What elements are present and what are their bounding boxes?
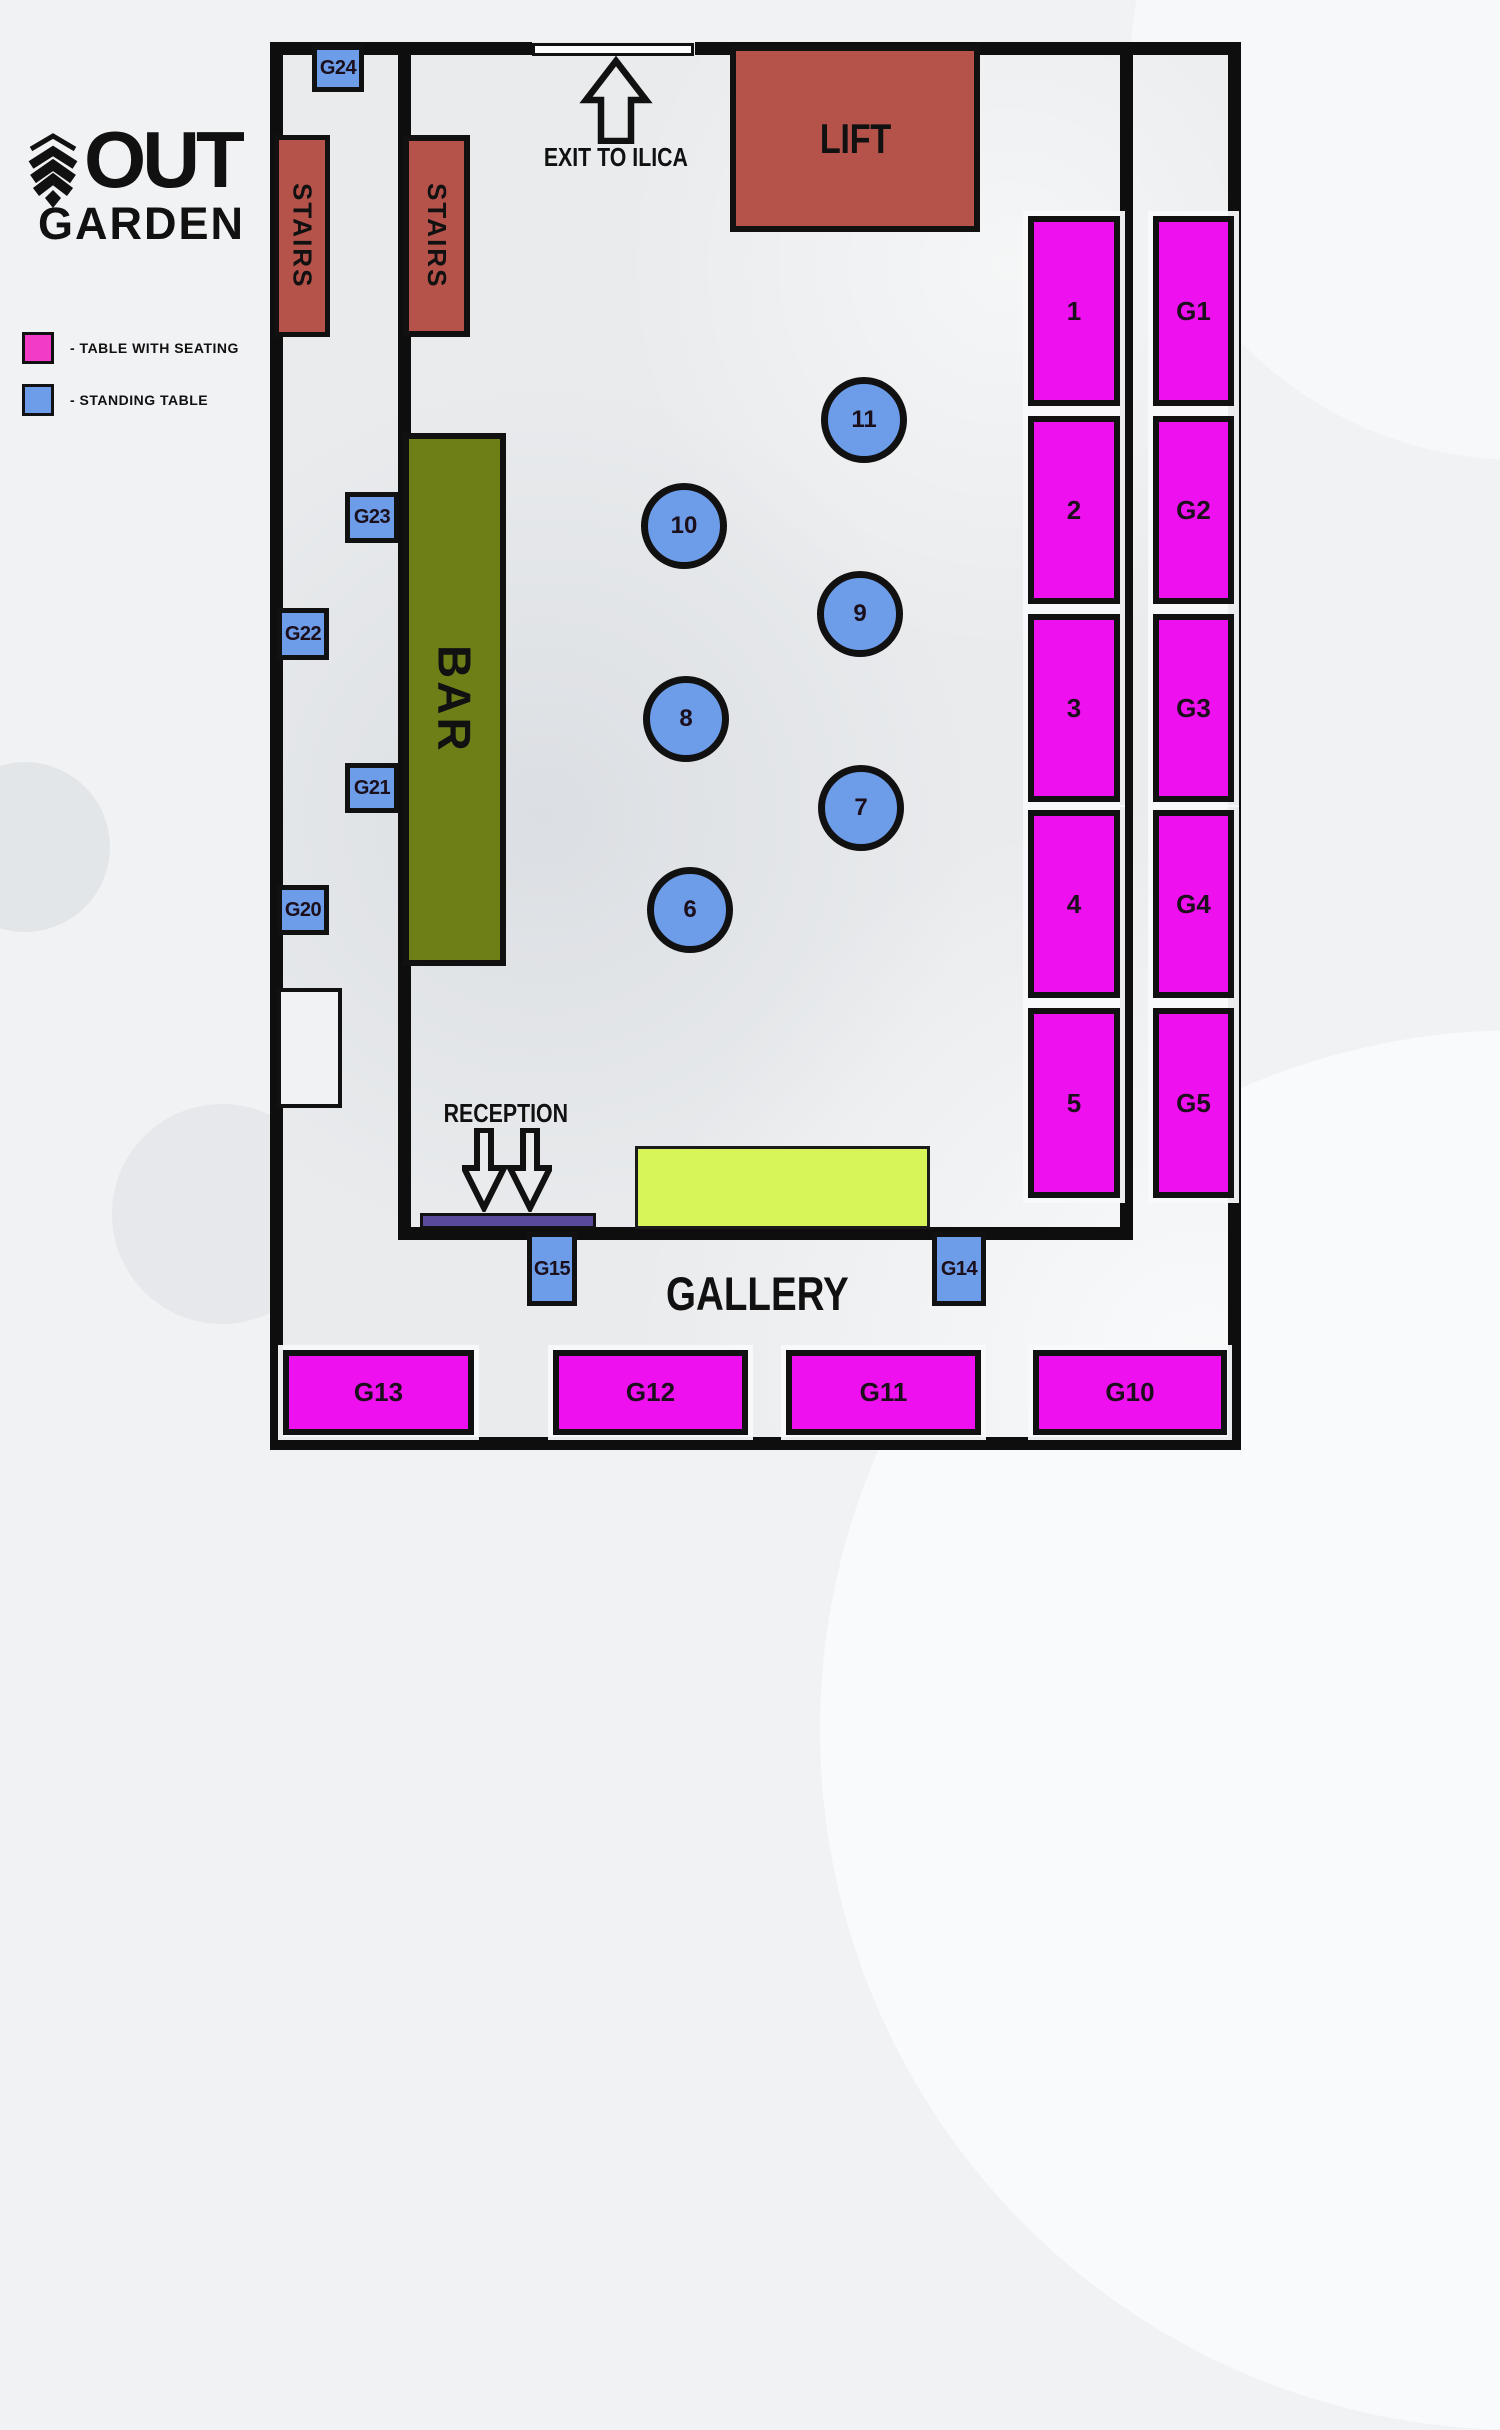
stairs-label: STAIRS xyxy=(422,183,452,289)
standing-table-6[interactable]: 6 xyxy=(647,867,733,953)
standing-table-7[interactable]: 7 xyxy=(818,765,904,851)
wall xyxy=(270,1437,1241,1450)
seated-table-2[interactable]: 2 xyxy=(1028,416,1120,604)
legend-item-standing: - STANDING TABLE xyxy=(22,384,239,416)
standing-table-G24[interactable]: G24 xyxy=(312,45,364,92)
legend: - TABLE WITH SEATING - STANDING TABLE xyxy=(22,332,239,438)
lift-label: LIFT xyxy=(819,114,891,162)
seated-table-G2[interactable]: G2 xyxy=(1153,416,1234,604)
seated-table-G13[interactable]: G13 xyxy=(283,1350,474,1435)
wall-niche xyxy=(277,988,342,1108)
legend-label: - TABLE WITH SEATING xyxy=(70,340,239,356)
venue-floorplan: EXIT TO ILICA LIFT STAIRS STAIRS BAR REC… xyxy=(270,42,1241,1450)
lift-area: LIFT xyxy=(730,45,980,232)
exit-door xyxy=(532,43,694,56)
standing-table-11[interactable]: 11 xyxy=(821,377,907,463)
standing-table-8[interactable]: 8 xyxy=(643,676,729,762)
seated-table-G3[interactable]: G3 xyxy=(1153,614,1234,802)
seated-table-G5[interactable]: G5 xyxy=(1153,1008,1234,1198)
standing-table-9[interactable]: 9 xyxy=(817,571,903,657)
standing-table-G23[interactable]: G23 xyxy=(345,492,399,543)
standing-table-G21[interactable]: G21 xyxy=(345,763,399,813)
standing-table-10[interactable]: 10 xyxy=(641,483,727,569)
seated-table-4[interactable]: 4 xyxy=(1028,810,1120,998)
reception-down-arrows-icon xyxy=(462,1128,552,1212)
seated-table-1[interactable]: 1 xyxy=(1028,216,1120,406)
pine-tree-icon xyxy=(28,133,78,208)
seated-table-5[interactable]: 5 xyxy=(1028,1008,1120,1198)
gallery-label: GALLERY xyxy=(665,1267,849,1320)
legend-swatch-seating xyxy=(22,332,54,364)
standing-table-G15[interactable]: G15 xyxy=(527,1232,577,1306)
standing-table-G20[interactable]: G20 xyxy=(277,885,329,935)
seated-table-G4[interactable]: G4 xyxy=(1153,810,1234,998)
bar-area: BAR xyxy=(403,433,506,966)
stairs-area-left: STAIRS xyxy=(274,135,330,337)
exit-label: EXIT TO ILICA xyxy=(543,142,689,172)
legend-item-seating: - TABLE WITH SEATING xyxy=(22,332,239,364)
seated-table-G12[interactable]: G12 xyxy=(553,1350,748,1435)
stage-area xyxy=(635,1146,930,1229)
background-circle xyxy=(0,762,110,932)
bar-label: BAR xyxy=(428,645,481,754)
stairs-label: STAIRS xyxy=(287,183,318,289)
reception-label: RECEPTION xyxy=(443,1098,569,1128)
brand-name-out: OUT xyxy=(84,115,245,204)
stairs-area-main: STAIRS xyxy=(403,135,470,337)
legend-label: - STANDING TABLE xyxy=(70,392,209,408)
legend-swatch-standing xyxy=(22,384,54,416)
reception-desk xyxy=(420,1213,596,1229)
seated-table-G11[interactable]: G11 xyxy=(786,1350,981,1435)
exit-up-arrow-icon xyxy=(579,56,653,144)
seated-table-3[interactable]: 3 xyxy=(1028,614,1120,802)
standing-table-G14[interactable]: G14 xyxy=(932,1232,986,1306)
standing-table-G22[interactable]: G22 xyxy=(277,608,329,660)
seated-table-G10[interactable]: G10 xyxy=(1033,1350,1227,1435)
wall xyxy=(1120,42,1133,1240)
brand-name-garden: GARDEN xyxy=(38,198,246,249)
seated-table-G1[interactable]: G1 xyxy=(1153,216,1234,406)
